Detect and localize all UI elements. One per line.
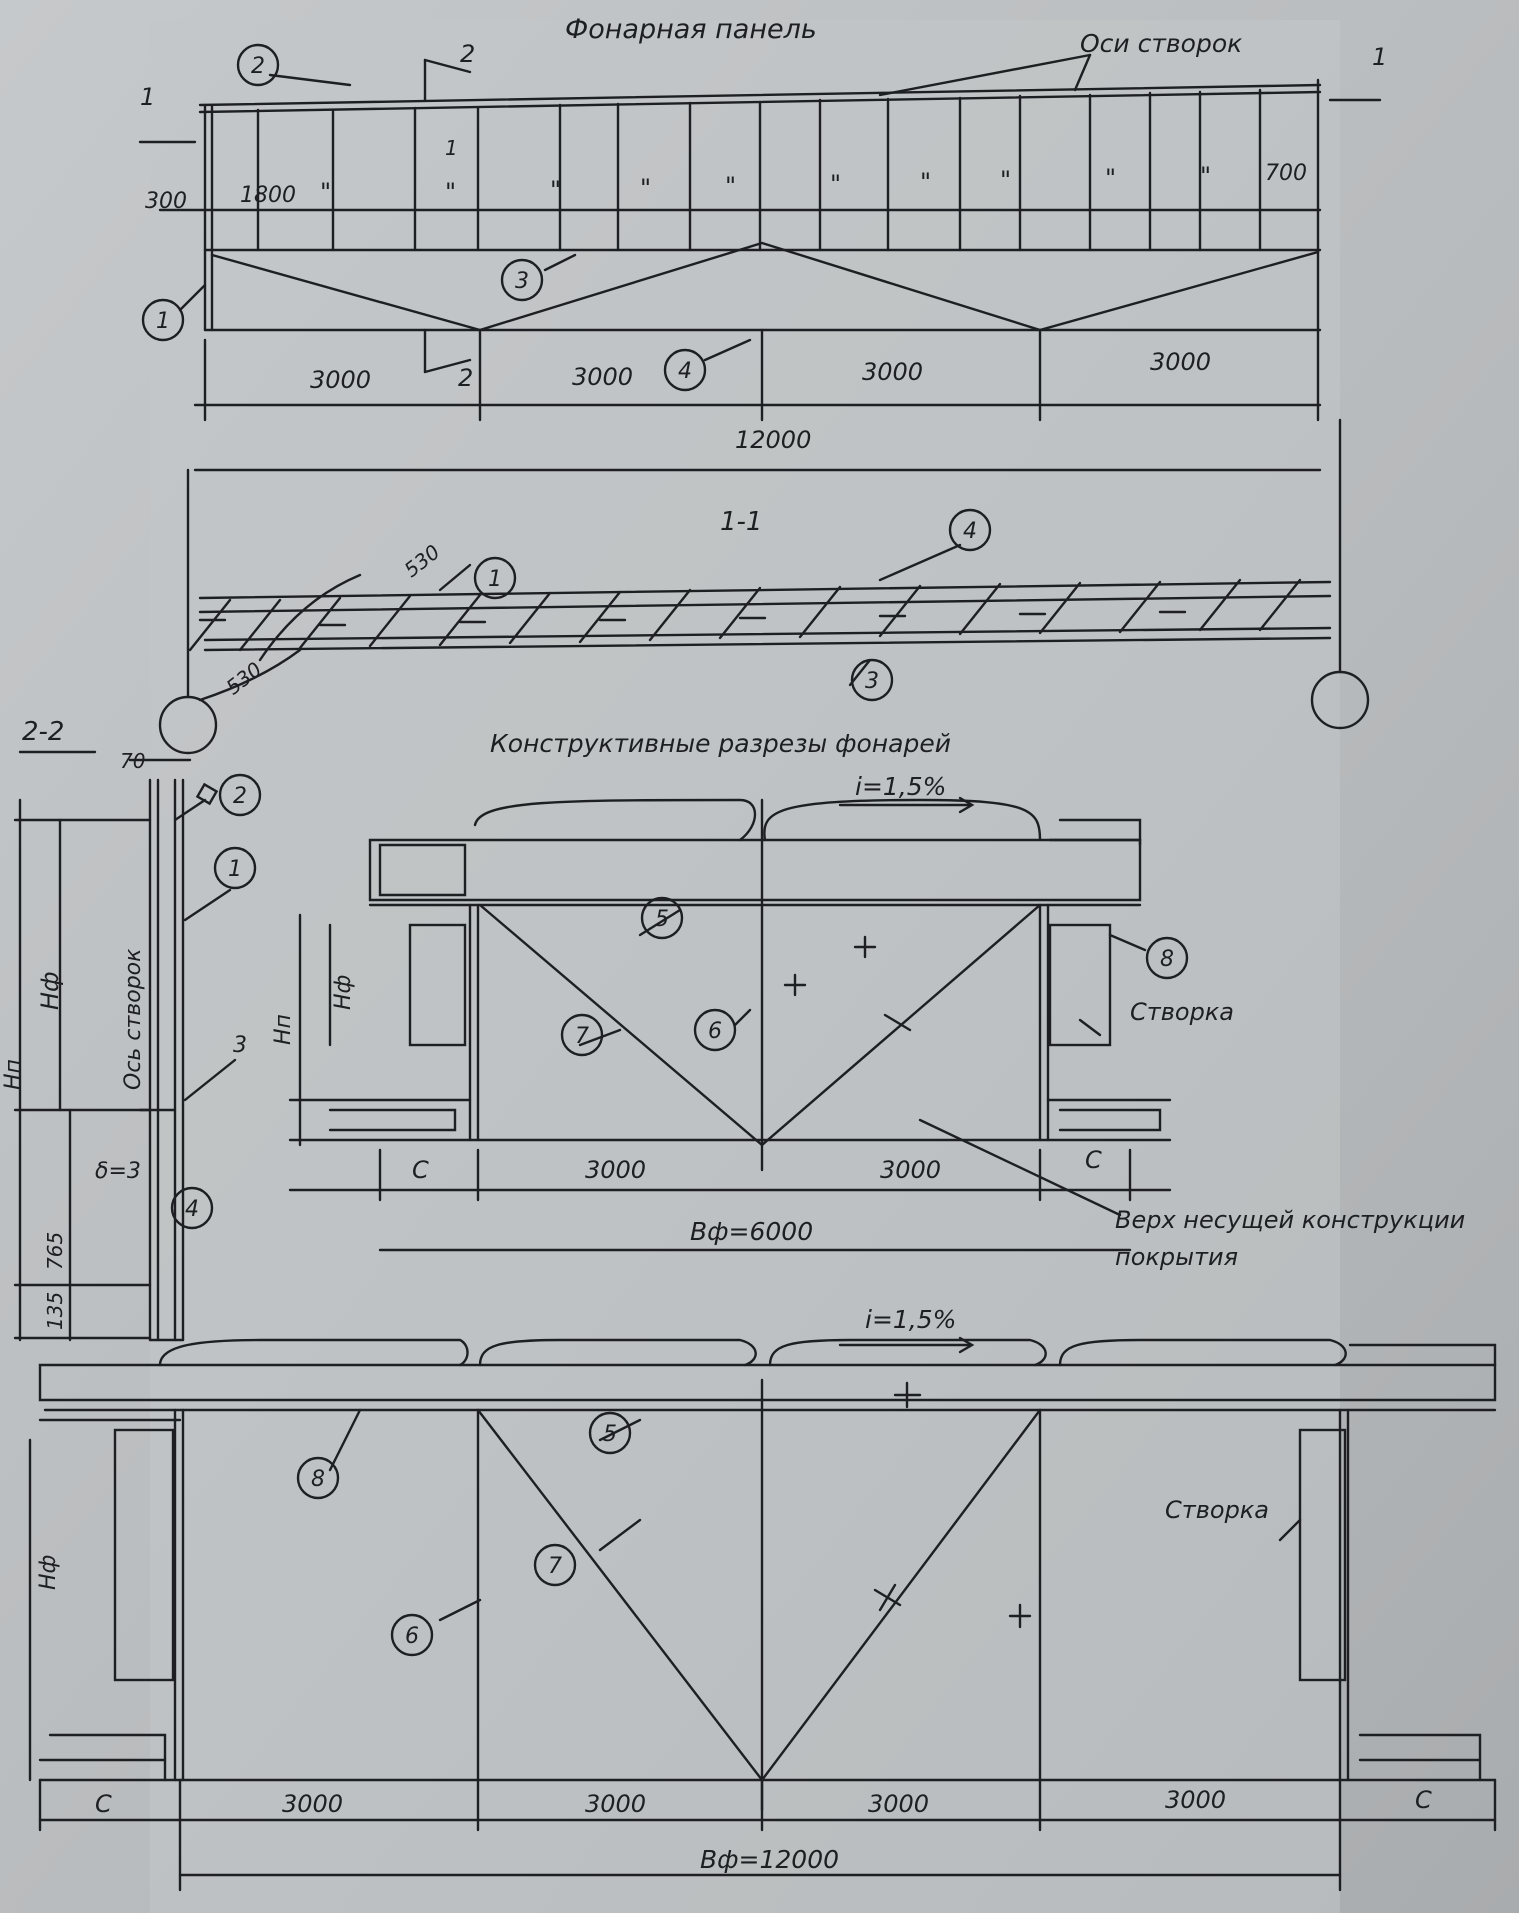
callout-8-number: 8 [1160, 947, 1174, 972]
callout-3-number: 3 [865, 669, 879, 694]
dim-3000-b: 3000 [572, 363, 633, 391]
section-mark-2-top: 2 [460, 40, 475, 68]
bf-12000: Bф=12000 [700, 1845, 839, 1874]
support-top-line2: покрытия [1115, 1243, 1238, 1271]
dim-3000-mid-b: 3000 [880, 1156, 941, 1184]
dim-3000-low-b: 3000 [585, 1790, 646, 1818]
label-hf-mid: Hф [331, 975, 356, 1010]
ditto-mark: " [320, 178, 331, 206]
axis-flaps-label: Ось створок [121, 948, 146, 1090]
dim-3000-low-d: 3000 [1165, 1786, 1226, 1814]
flap-label-top: Створка [1130, 998, 1234, 1026]
section-2-2-label: 2-2 [22, 717, 64, 747]
callout-8-number: 8 [311, 1467, 325, 1492]
support-top-line1: Верх несущей конструкции [1115, 1206, 1465, 1234]
ditto-mark: " [920, 168, 931, 196]
callout-6-number: 6 [405, 1624, 419, 1649]
callout-1-number: 1 [228, 857, 242, 882]
dim-70: 70 [120, 749, 145, 773]
callout-6-number: 6 [708, 1019, 722, 1044]
callout-7-number: 7 [548, 1554, 562, 1579]
callout-1-number: 1 [156, 309, 170, 334]
callout-2-number: 2 [233, 784, 247, 809]
slope-bottom: i=1,5% [865, 1305, 956, 1334]
bf-6000: Bф=6000 [690, 1217, 813, 1246]
dim-3000-c: 3000 [862, 358, 923, 386]
callout-2-number: 2 [251, 54, 265, 79]
section-bf6000 [288, 796, 1172, 1252]
callout-4-number: 4 [963, 519, 977, 544]
dim-765: 765 [43, 1232, 67, 1270]
section-2-2 [13, 750, 237, 1342]
callout-circles [141, 43, 1189, 1657]
callout-4-number: 4 [185, 1197, 199, 1222]
callout-1-number: 1 [488, 567, 502, 592]
dim-delta: δ=3 [95, 1159, 141, 1184]
dim-3000-d: 3000 [1150, 348, 1211, 376]
dim-1800: 1800 [240, 183, 296, 208]
label-c-bottom-right: C [1415, 1786, 1432, 1814]
callout-4-number: 4 [678, 359, 692, 384]
label-hf-left: Hф [36, 971, 64, 1010]
panel-elevation [138, 53, 1382, 472]
callout-7-number: 7 [575, 1024, 589, 1049]
label-hf-bottom: Hф [36, 1555, 61, 1590]
callout-5-number: 5 [655, 907, 669, 932]
section-1-1 [158, 418, 1370, 755]
dim-700: 700 [1265, 161, 1307, 186]
slope-top: i=1,5% [855, 772, 946, 801]
panel-title: Фонарная панель [565, 14, 817, 45]
label-c-left: C [412, 1156, 429, 1184]
callout-3-number: 3 [233, 1033, 247, 1058]
ditto-mark: " [550, 176, 561, 204]
flap-label-bottom: Створка [1165, 1496, 1269, 1524]
dim-135: 135 [43, 1292, 67, 1330]
dim-3000-a: 3000 [310, 366, 371, 394]
ditto-mark: " [445, 178, 456, 206]
label-hp-left: Hп [1, 1059, 26, 1090]
ditto-mark: " [1105, 164, 1116, 192]
section-mark-1-left: 1 [140, 83, 155, 111]
label-c-bottom-left: C [95, 1790, 112, 1818]
ditto-mark: " [1200, 162, 1211, 190]
section-mark-2-bottom: 2 [458, 364, 473, 392]
dim-300: 300 [145, 189, 187, 214]
label-c-right: C [1085, 1146, 1102, 1174]
dim-3000-low-c: 3000 [868, 1790, 929, 1818]
section-mark-1-right: 1 [1372, 43, 1387, 71]
callout-1-top: 1 [445, 136, 458, 160]
ditto-mark: " [1000, 166, 1011, 194]
callout-5-number: 5 [603, 1422, 617, 1447]
callout-3-number: 3 [515, 269, 529, 294]
dim-3000-mid-a: 3000 [585, 1156, 646, 1184]
ditto-mark: " [830, 170, 841, 198]
section-bf12000 [28, 1336, 1497, 1892]
dim-12000: 12000 [735, 426, 811, 454]
ditto-mark: " [640, 174, 651, 202]
section-1-1-label: 1-1 [720, 507, 762, 537]
dim-3000-low-a: 3000 [282, 1790, 343, 1818]
ditto-mark: " [725, 172, 736, 200]
label-hp-mid: Hп [271, 1014, 296, 1045]
flap-axes-label: Оси створок [1080, 29, 1242, 58]
sections-title: Конструктивные разрезы фонарей [490, 729, 951, 758]
